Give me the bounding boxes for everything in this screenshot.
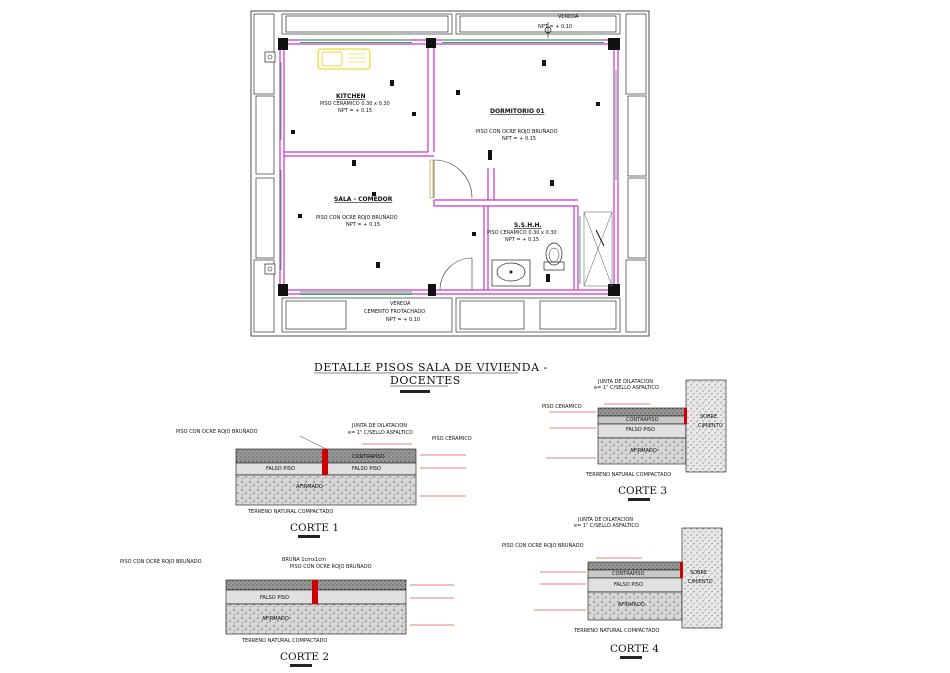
corte-1-section: PISO CON OCRE ROJO BRUÑADO JUNTA DE DILA… [176,423,472,538]
room-name-kitchen: KITCHEN [336,93,366,100]
room-npt-kitchen: NPT = + 0.15 [338,108,372,114]
corte1-label-0: PISO CON OCRE ROJO BRUÑADO [176,428,258,435]
corte4-label-1: e= 1" C/SELLO ASFALTICO [574,523,639,529]
corte1-label-1: JUNTA DE DILATACION [351,423,407,429]
corte1-label-4: CONTRAPISO [352,454,385,460]
corte3-caption: CORTE 3 [618,485,667,497]
corte2-label-2: PISO CON OCRE ROJO BRUÑADO [290,563,372,570]
corte1-label-5: FALSO PISO [266,466,295,472]
corte1-label-3: PISO CERAMICO [432,436,472,442]
room-npt-sshh: NPT = + 0.15 [505,237,539,243]
corte1-label-6: FALSO PISO [352,466,381,472]
vereda-top-label: VEREDA [558,14,579,20]
room-npt-sala: NPT = + 0.15 [346,222,380,228]
title-line-2: DOCENTES [390,374,461,387]
room-floor-sala: PISO CON OCRE ROJO BRUÑADO [316,214,398,221]
room-name-dormitorio: DORMITORIO 01 [490,108,545,115]
corte3-label-3: CONTRAPISO [626,417,659,423]
corte2-label-3: FALSO PISO [260,595,289,601]
room-floor-kitchen: PISO CERAMICO 0.30 x 0.30 [320,101,390,107]
corte3-label-7: SOBRE [700,414,717,420]
room-npt-dormitorio: NPT = + 0.15 [502,136,536,142]
corte4-label-5: AFIRMADO [618,602,645,608]
corte4-label-0: JUNTA DE DILATACION [577,517,633,523]
toilet-icon [543,242,565,271]
corte3-label-8: CIMIENTO [698,423,723,429]
vereda-bottom-label: VEREDA [390,301,411,307]
corte4-caption: CORTE 4 [610,643,659,655]
corte-2-section: PISO CON OCRE ROJO BRUÑADO BRUÑA 1cmx1cm… [120,556,454,667]
corte3-label-6: TERRENO NATURAL COMPACTADO [585,472,671,478]
npt-top-label: NPT = + 0.10 [538,24,572,30]
room-floor-sshh: PISO CERAMICO 0.30 x 0.30 [487,230,557,236]
corte3-label-1: e= 1" C/SELLO ASFALTICO [594,385,659,391]
corte-4-section: JUNTA DE DILATACION e= 1" C/SELLO ASFALT… [502,517,723,659]
corte4-label-4: FALSO PISO [614,582,643,588]
title-line-1: DETALLE PISOS SALA DE VIVIENDA - [314,361,548,374]
corte1-caption: CORTE 1 [290,522,339,534]
corte2-caption: CORTE 2 [280,651,329,663]
room-name-sala: SALA - COMEDOR [334,196,393,203]
corte1-label-7: AFIRMADO [296,484,323,490]
corte3-label-4: FALSO PISO [626,427,655,433]
corte3-label-2: PISO CERAMICO [542,404,582,410]
corte4-label-3: CONTRAPISO [612,571,645,577]
corte4-label-2: PISO CON OCRE ROJO BRUÑADO [502,542,584,549]
npt-bottom-label: NPT = + 0.10 [386,317,420,323]
corte2-label-5: TERRENO NATURAL COMPACTADO [241,638,327,644]
cemento-label: CEMENTO FROTACHADO [364,309,425,315]
room-floor-dormitorio: PISO CON OCRE ROJO BRUÑADO [476,128,558,135]
corte4-label-6: TERRENO NATURAL COMPACTADO [573,628,659,634]
corte3-label-5: AFIRMADO [630,448,657,454]
corte4-label-7: SOBRE [690,570,707,576]
detail-title: DETALLE PISOS SALA DE VIVIENDA - DOCENTE… [314,361,548,393]
corte2-label-0: PISO CON OCRE ROJO BRUÑADO [120,558,202,565]
corte3-label-0: JUNTA DE DILATACION [597,379,653,385]
corte2-label-1: BRUÑA 1cmx1cm [282,556,326,563]
room-name-sshh: S.S.H.H. [514,222,542,229]
kitchen-sink-icon [317,48,371,70]
corte4-label-8: CIMIENTO [688,579,713,585]
corte1-label-8: TERRENO NATURAL COMPACTADO [247,509,333,515]
corte-3-section: JUNTA DE DILATACION e= 1" C/SELLO ASFALT… [542,379,727,501]
corte1-label-2: e= 1" C/SELLO ASFALTICO [348,430,413,436]
floor-plan: VEREDA NPT = + 0.10 KITCHEN PISO CERAMIC… [250,10,650,337]
washbasin-icon [491,259,531,287]
corte2-label-4: AFIRMADO [262,616,289,622]
